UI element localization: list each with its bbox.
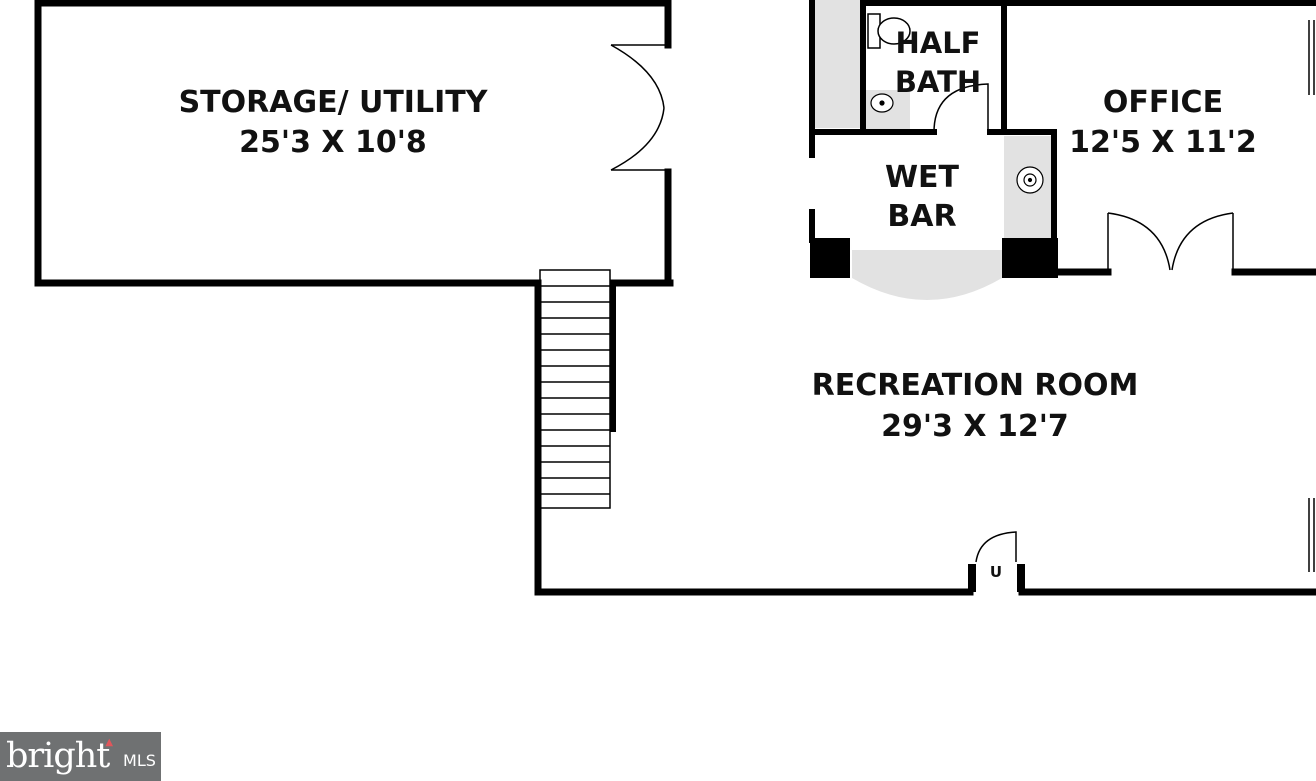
logo-accent-mark: ▲ [105, 737, 114, 748]
wetbar-sink [1016, 166, 1044, 194]
bath-corridor-shade [812, 0, 862, 128]
utility-closet: U [968, 531, 1025, 592]
right-windows [1308, 20, 1315, 572]
wetbar-pillar-right [1002, 238, 1058, 278]
storage-room-name: STORAGE/ UTILITY [179, 85, 489, 120]
wetbar-pillar-left [810, 238, 850, 278]
wet-bar-label-line1: WET [885, 160, 960, 195]
bright-mls-logo: bright▲ MLS [0, 732, 161, 781]
storage-walls [34, 0, 674, 287]
toilet-fixture [867, 13, 911, 49]
office-room-dims: 12'5 X 11'2 [1069, 125, 1257, 160]
wet-bar-label-line2: BAR [887, 199, 956, 234]
recreation-walls [534, 268, 1316, 596]
logo-brand-text: bright [6, 736, 110, 776]
wetbar-counter-curve [852, 250, 1002, 300]
bath-door-swing [933, 83, 989, 133]
half-bath-label-line1: HALF [895, 26, 980, 60]
office-room-name: OFFICE [1103, 85, 1223, 120]
utility-closet-label: U [990, 563, 1002, 581]
storage-double-door [610, 44, 668, 171]
bath-sink [870, 93, 894, 113]
recreation-room-dims: 29'3 X 12'7 [881, 409, 1069, 444]
stairway [539, 269, 616, 509]
half-bath-label-line2: BATH [895, 65, 981, 99]
storage-room-dims: 25'3 X 10'8 [239, 125, 427, 160]
logo-suffix-text: MLS [123, 751, 156, 770]
half-bath-walls [809, 0, 1057, 135]
office-double-door [1107, 212, 1234, 272]
recreation-room-name: RECREATION ROOM [812, 368, 1139, 403]
